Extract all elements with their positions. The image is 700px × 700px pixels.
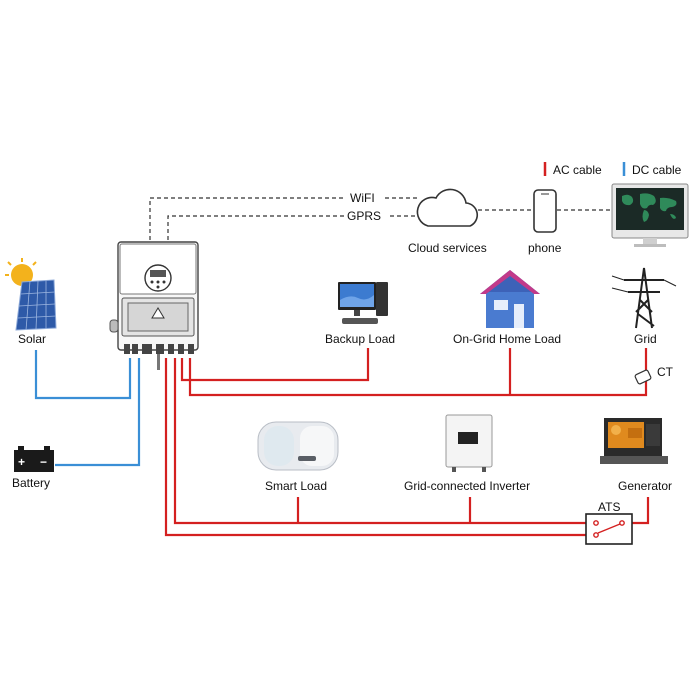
battery-minus: − bbox=[40, 455, 47, 469]
ats-label: ATS bbox=[598, 500, 620, 514]
legend-ac-label: AC cable bbox=[553, 163, 602, 177]
gprs-link-line bbox=[167, 215, 345, 240]
grid-inverter-label: Grid-connected Inverter bbox=[404, 479, 530, 493]
solar-panel-icon bbox=[5, 258, 57, 331]
backup-load-cable bbox=[180, 348, 370, 382]
legend-dc-label: DC cable bbox=[632, 163, 682, 177]
communication-links bbox=[149, 197, 610, 240]
phone-icon bbox=[533, 189, 557, 233]
ac-cables bbox=[164, 348, 650, 537]
home-load-cable bbox=[188, 348, 648, 397]
home-load-label: On-Grid Home Load bbox=[453, 332, 561, 346]
battery-label: Battery bbox=[12, 476, 50, 490]
smart-load-bus bbox=[173, 358, 588, 525]
transmission-tower-icon bbox=[611, 267, 677, 329]
phone-label: phone bbox=[528, 241, 562, 255]
ats-switch bbox=[585, 513, 633, 545]
battery-icon: + − bbox=[14, 446, 54, 472]
grid-label: Grid bbox=[634, 332, 657, 346]
generator-label: Generator bbox=[618, 479, 672, 493]
battery-plus: + bbox=[18, 455, 25, 469]
ats-output-cable bbox=[164, 358, 596, 537]
house-icon bbox=[480, 270, 540, 328]
grid-inverter-icon bbox=[445, 414, 493, 472]
wifi-label: WiFI bbox=[350, 191, 375, 205]
generator-icon bbox=[600, 418, 668, 464]
dc-cables bbox=[34, 350, 141, 467]
gprs-label: GPRS bbox=[347, 209, 381, 223]
computer-icon bbox=[338, 282, 388, 324]
cloud-icon bbox=[416, 188, 479, 227]
water-heater-icon bbox=[257, 421, 339, 471]
wifi-link-line bbox=[149, 197, 345, 240]
backup-load-label: Backup Load bbox=[325, 332, 395, 346]
ct-clamp-icon bbox=[634, 369, 652, 385]
legend: AC cable DC cable bbox=[543, 162, 682, 177]
smart-load-label: Smart Load bbox=[265, 479, 327, 493]
battery-dc-cable bbox=[55, 358, 141, 467]
ct-label: CT bbox=[657, 365, 674, 379]
solar-dc-cable bbox=[34, 350, 132, 400]
monitor-icon bbox=[611, 183, 689, 247]
generator-cable bbox=[627, 497, 650, 525]
cloud-label: Cloud services bbox=[408, 241, 487, 255]
solar-label: Solar bbox=[18, 332, 46, 346]
inverter-device bbox=[109, 241, 199, 370]
